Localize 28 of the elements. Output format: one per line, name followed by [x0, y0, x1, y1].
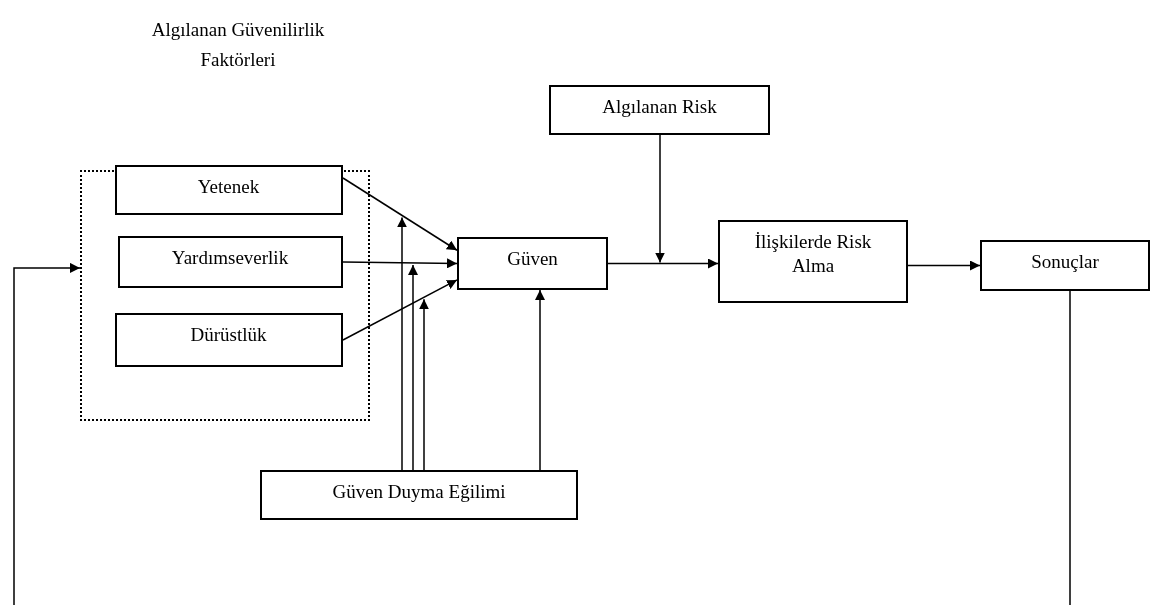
process-box — [457, 237, 608, 290]
box-label: Güven — [507, 247, 558, 271]
arrow — [342, 279, 458, 341]
box-label: İlişkilerde Risk Alma — [753, 230, 873, 278]
arrow — [342, 258, 458, 269]
box-label: Yardımseverlik — [171, 245, 289, 270]
process-box — [980, 240, 1150, 291]
moderator-arrow — [397, 216, 407, 471]
process-box — [114, 164, 343, 215]
process-box — [718, 220, 908, 303]
process-box — [117, 235, 343, 288]
arrow — [607, 258, 719, 269]
process-box — [260, 470, 578, 520]
box-label: Güven Duyma Eğilimi — [332, 480, 506, 504]
box-label: Sonuçlar — [1031, 250, 1099, 274]
box-label: Yetenek — [197, 174, 260, 199]
moderator-arrow — [408, 264, 418, 471]
group-heading: Algılanan Güvenilirlik Faktörleri — [150, 18, 326, 72]
feedback-arrow — [13, 262, 1071, 605]
arrow — [342, 177, 458, 251]
arrow — [907, 260, 981, 271]
process-box — [549, 85, 770, 135]
moderator-arrow — [419, 298, 429, 471]
box-label: Algılanan Risk — [602, 95, 717, 119]
box-label: Dürüstlük — [190, 322, 267, 347]
moderator-arrow — [655, 134, 665, 264]
arrow — [535, 289, 545, 471]
process-box — [114, 312, 343, 367]
